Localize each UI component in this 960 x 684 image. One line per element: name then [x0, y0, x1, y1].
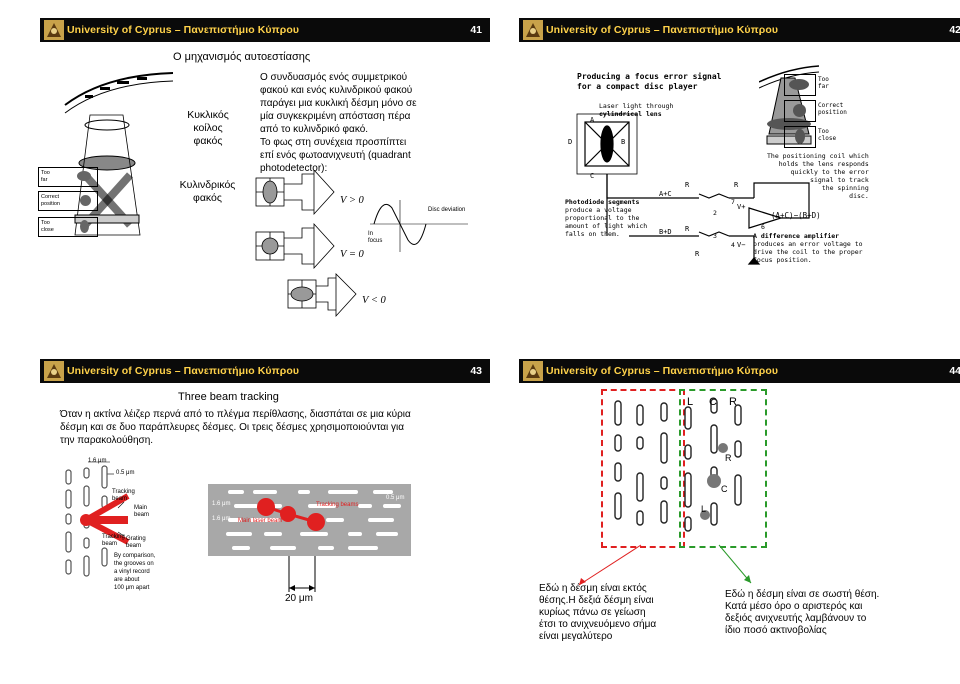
resistor-label: R	[685, 181, 690, 189]
pin-label: 4	[731, 241, 735, 249]
s-curve-graph	[370, 200, 468, 252]
v-minus-label: V−	[737, 241, 746, 249]
main-beam-label: Main beam	[134, 505, 150, 518]
resistor-label: R	[695, 250, 700, 258]
laser-label: Laser light through cylindrical lens	[599, 102, 674, 118]
dimension-label: 20 μm	[285, 593, 313, 604]
spot-icon	[80, 220, 89, 233]
detector-box-off	[601, 389, 685, 548]
caption-off-track: Εδώ η δέσμη είναι εκτός θέσης.Η δεξιά δέ…	[539, 583, 657, 642]
slide-body: Όταν η ακτίνα λέιζερ περνά από το πλέγμα…	[60, 409, 411, 446]
beam-c-label: C	[721, 484, 728, 494]
segment-c-label: C	[590, 172, 595, 180]
quadrant-detector-circuits	[255, 170, 357, 318]
slide-title: Ο μηχανισμός αυτοεστίασης	[173, 51, 311, 63]
slide-44: University of Cyprus – Πανεπιστήμιο Κύπρ…	[509, 351, 960, 683]
tracking-beam-label: Tracking beam	[112, 489, 135, 502]
label-cylindrical-lens: Κυλινδρικός φακός	[179, 179, 236, 204]
grating-beam-label: Grating beam	[126, 536, 146, 549]
pin-label: 3	[713, 232, 717, 240]
v-zero-label: V = 0	[340, 249, 364, 260]
spot-icon	[789, 79, 809, 90]
dimension-marker	[288, 556, 316, 592]
slide-41: University of Cyprus – Πανεπιστήμιο Κύπρ…	[30, 10, 500, 342]
resistor-label: R	[685, 225, 690, 233]
left-detector-label: L	[687, 396, 694, 408]
beam-r-label: R	[725, 453, 732, 463]
in-focus-label: In focus	[368, 231, 383, 244]
pin-label: 7	[731, 198, 735, 206]
difference-formula: (A+C)−(B+D)	[771, 211, 821, 220]
a-plus-c-label: A+C	[659, 190, 672, 198]
resistor-label: R	[734, 181, 739, 189]
header-title: University of Cyprus – Πανεπιστήμιο Κύπρ…	[67, 365, 300, 377]
slide-number: 43	[470, 365, 482, 377]
caption-on-track: Εδώ η δέσμη είναι σε σωστή θέση. Κατά μέ…	[725, 589, 880, 636]
b-plus-d-label: B+D	[659, 228, 672, 236]
pit-width-label: 0.5 μm	[116, 470, 135, 476]
v-plus-label: V+	[737, 203, 746, 211]
track-pitch-label: 1.6 μm	[212, 516, 231, 522]
v-negative-label: V < 0	[362, 295, 386, 306]
slide-42: University of Cyprus – Πανεπιστήμιο Κύπρ…	[509, 10, 960, 342]
slide-number: 42	[949, 24, 960, 36]
main-laser-label: Main laser beam	[238, 518, 283, 524]
slide-number: 44	[949, 365, 960, 377]
tracking-beam-label: Tracking beam	[102, 534, 125, 547]
tracking-beams-label: Tracking beams	[316, 502, 359, 508]
pit-width-label: 0.5 μm	[386, 495, 405, 501]
slide-number: 41	[470, 24, 482, 36]
spot-icon	[795, 129, 805, 144]
v-positive-label: V > 0	[340, 195, 364, 206]
detector-box-on	[679, 389, 767, 548]
track-pitch-label: 1.6 μm	[212, 501, 231, 507]
track-diagram	[208, 484, 411, 556]
track-pits-figure	[614, 398, 742, 532]
pin-label: 6	[761, 223, 765, 231]
spot-icon	[793, 104, 806, 117]
vinyl-comparison: By comparison, the grooves on a vinyl re…	[114, 553, 156, 591]
university-logo-icon	[523, 361, 543, 381]
right-detector-label: R	[729, 396, 737, 408]
coil-label: The positioning coil which holds the len…	[767, 152, 869, 200]
segment-d-label: D	[568, 138, 573, 146]
focus-error-circuit	[576, 113, 810, 265]
segment-b-label: B	[621, 138, 626, 146]
label-spherical-lens: Κυκλικός κοίλος φακός	[187, 109, 229, 147]
slide-43: University of Cyprus – Πανεπιστήμιο Κύπρ…	[30, 351, 500, 683]
segment-a-label: A	[590, 116, 595, 124]
pitch-label: 1.6 μm	[88, 458, 107, 464]
disc-deviation-label: Disc deviation	[428, 207, 466, 213]
header-title: University of Cyprus – Πανεπιστήμιο Κύπρ…	[67, 24, 300, 36]
center-detector-label: C	[709, 396, 717, 408]
slide-header: University of Cyprus – Πανεπιστήμιο Κύπρ…	[40, 359, 490, 383]
header-title: University of Cyprus – Πανεπιστήμιο Κύπρ…	[546, 365, 779, 377]
slide-header: University of Cyprus – Πανεπιστήμιο Κύπρ…	[519, 18, 960, 42]
slide-header: University of Cyprus – Πανεπιστήμιο Κύπρ…	[40, 18, 490, 42]
slide-header: University of Cyprus – Πανεπιστήμιο Κύπρ…	[519, 359, 960, 383]
university-logo-icon	[44, 20, 64, 40]
three-beam-figure	[65, 461, 130, 577]
spot-icon	[77, 171, 91, 181]
university-logo-icon	[523, 20, 543, 40]
spot-icon	[80, 195, 91, 206]
photodiode-label: Photodiode segments produce a voltage pr…	[565, 198, 648, 238]
pin-label: 2	[713, 209, 717, 217]
slide-body: Ο συνδυασμός ενός συμμετρικού φακού και …	[260, 72, 417, 174]
slide-title: Three beam tracking	[178, 391, 279, 403]
amplifier-label: A difference amplifier produces an error…	[753, 232, 863, 264]
beam-l-label: L	[701, 504, 707, 514]
figure-title: Producing a focus error signal for a com…	[577, 72, 722, 91]
header-title: University of Cyprus – Πανεπιστήμιο Κύπρ…	[546, 24, 779, 36]
pointer-arrows	[578, 544, 752, 586]
lens-diagram	[64, 72, 173, 236]
university-logo-icon	[44, 361, 64, 381]
